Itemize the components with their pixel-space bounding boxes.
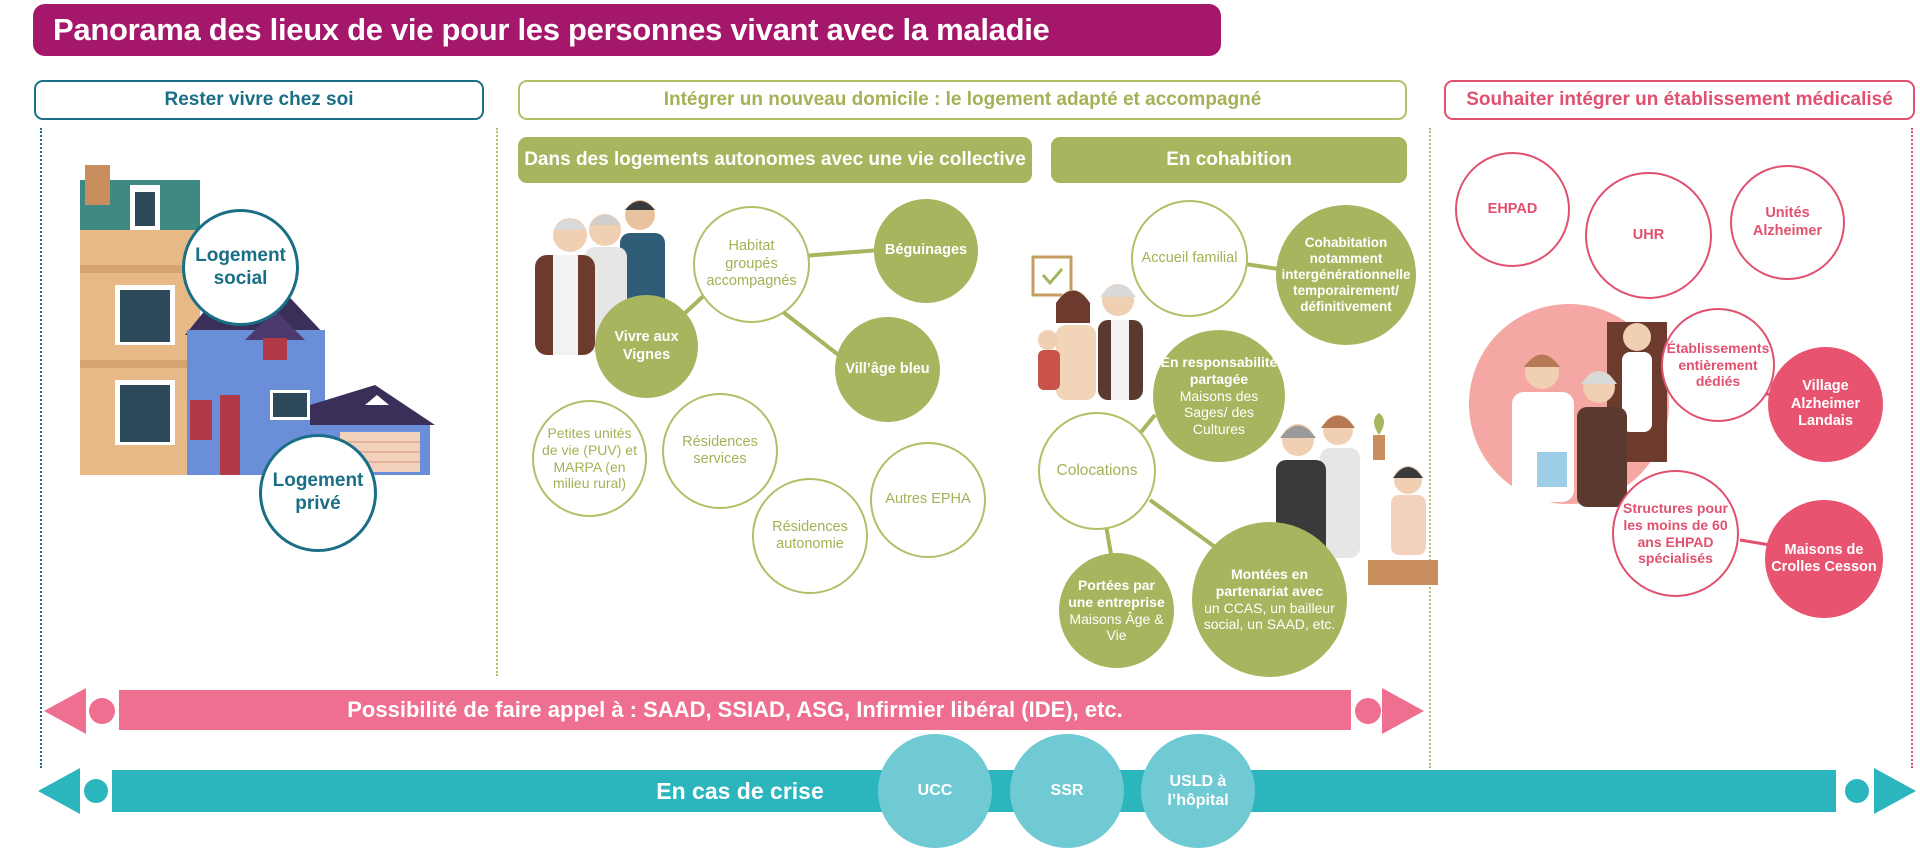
adapted-column-header: Intégrer un nouveau domicile : le logeme…: [518, 80, 1407, 120]
shared-responsibility-detail: Maisons des Sages/ des Cultures: [1179, 387, 1259, 438]
social-housing-circle: Logement social: [182, 209, 299, 326]
colocations-circle: Colocations: [1038, 412, 1156, 530]
crisis-label: En cas de crise: [656, 778, 824, 804]
services-band-arrows: [44, 688, 1424, 734]
pink-dotted-line-right: [1911, 128, 1913, 768]
shared-responsibility-title: En responsabilité partagée: [1160, 354, 1278, 387]
partnership-title: Montées en partenariat avec: [1215, 565, 1324, 599]
partnership-detail: un CCAS, un bailleur social, un SAAD, et…: [1203, 599, 1336, 633]
maisons-crolles-circle: Maisons de Crolles Cesson: [1765, 500, 1883, 618]
under-60-structures-circle: Structures pour les moins de 60 ans EHPA…: [1612, 470, 1739, 597]
services-band: Possibilité de faire appel à : SAAD, SSI…: [119, 690, 1351, 730]
teal-dotted-line-left: [40, 128, 42, 768]
ehpad-circle: EHPAD: [1455, 152, 1570, 267]
olive-dotted-line-left: [496, 128, 498, 676]
cohabitation-circle: Cohabitation notamment intergénérationne…: [1276, 205, 1416, 345]
crisis-band-arrows: [38, 768, 1916, 814]
uhr-circle: UHR: [1585, 172, 1712, 299]
usld-circle: USLD à l’hôpital: [1141, 734, 1255, 848]
care-team-illustration: [1469, 304, 1669, 507]
company-housing-title: Portées par une entreprise: [1068, 576, 1165, 610]
autonomous-housing-header: Dans des logements autonomes avec une vi…: [518, 137, 1032, 183]
residences-autonomie-circle: Résidences autonomie: [752, 478, 868, 594]
company-housing-circle: Portées par une entreprise Maisons Âge &…: [1059, 553, 1174, 668]
medical-column-header: Souhaiter intégrer un établissement médi…: [1444, 80, 1915, 120]
beguinages-circle: Béguinages: [874, 199, 978, 303]
vivre-aux-vignes-circle: Vivre aux Vignes: [595, 295, 698, 398]
ucc-circle: UCC: [878, 734, 992, 848]
private-housing-circle: Logement privé: [259, 434, 377, 552]
cohabitation-header: En cohabition: [1051, 137, 1407, 183]
shared-responsibility-circle: En responsabilité partagée Maisons des S…: [1153, 330, 1285, 462]
page-title: Panorama des lieux de vie pour les perso…: [33, 4, 1221, 99]
dedicated-establishments-circle: Établissements entièrement dédiés: [1661, 308, 1775, 422]
village-alzheimer-circle: Village Alzheimer Landais: [1768, 347, 1883, 462]
home-column-header: Rester vivre chez soi: [34, 80, 484, 120]
family-illustration: [1031, 255, 1143, 400]
accueil-familial-circle: Accueil familial: [1131, 200, 1248, 317]
puv-marpa-circle: Petites unités de vie (PUV) et MARPA (en…: [532, 400, 647, 517]
partnership-circle: Montées en partenariat avec un CCAS, un …: [1192, 522, 1347, 677]
unites-alzheimer-circle: Unités Alzheimer: [1730, 165, 1845, 280]
grouped-habitat-circle: Habitat groupés accompagnés: [693, 206, 810, 323]
residences-services-circle: Résidences services: [662, 393, 778, 509]
autres-epha-circle: Autres EPHA: [870, 442, 986, 558]
company-housing-detail: Maisons Âge & Vie: [1069, 610, 1164, 644]
village-bleu-circle: Vill’âge bleu: [835, 317, 940, 422]
ssr-circle: SSR: [1010, 734, 1124, 848]
olive-dotted-line-right: [1429, 128, 1431, 768]
